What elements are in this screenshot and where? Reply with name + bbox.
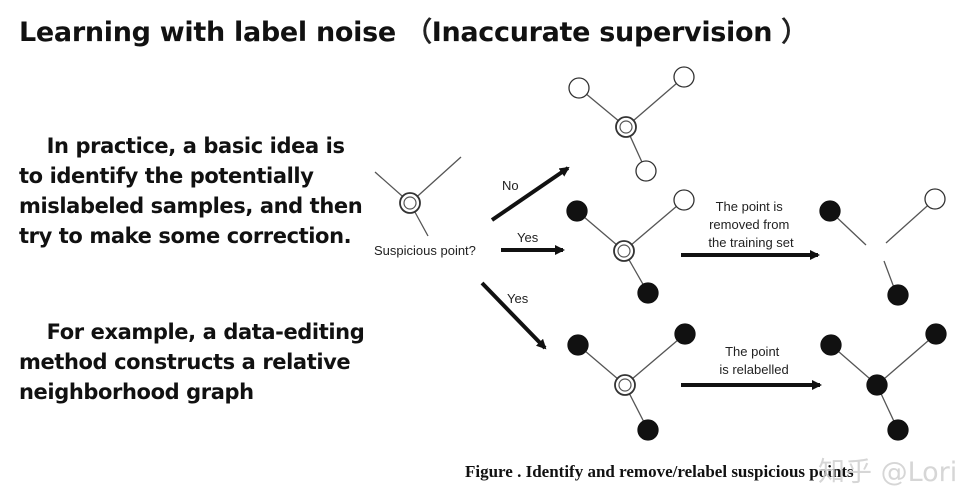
graph-relabel-before: [567, 323, 696, 441]
paragraph-line: For example, a data-editing: [19, 320, 365, 344]
paragraph-line: to identify the potentially: [19, 164, 314, 188]
title-main: Learning with label noise: [19, 17, 396, 48]
label-noise-diagram: Suspicious point? No Yes Yes The point i…: [374, 66, 947, 441]
relabel-text: The point is relabelled: [719, 344, 788, 377]
figure-caption: Figure . Identify and remove/relabel sus…: [465, 462, 854, 481]
paragraph-example: For example, a data-editing method const…: [19, 317, 365, 407]
title-rest: supervision: [590, 17, 773, 48]
suspicious-point-node: [399, 192, 421, 214]
yes-arrow-relabel: [480, 281, 547, 350]
yes-label-remove: Yes: [517, 230, 539, 245]
paragraph-line: mislabeled samples, and then: [19, 194, 363, 218]
removed-text: The point is removed from the training s…: [708, 199, 794, 250]
no-label: No: [502, 178, 519, 193]
suspicious-label: Suspicious point?: [374, 243, 476, 258]
paragraph-line: try to make some correction.: [19, 224, 352, 248]
title-highlight: Inaccurate: [431, 17, 591, 48]
relabel-line: is relabelled: [719, 362, 788, 377]
paragraph-line: In practice, a basic idea is: [19, 134, 345, 158]
yes-label-relabel: Yes: [507, 291, 529, 306]
graph-relabel-after: [820, 323, 947, 441]
removed-line: the training set: [708, 235, 794, 250]
slide-title: Learning with label noise （Inaccurate su…: [19, 10, 808, 49]
title-open-paren: （: [405, 17, 432, 48]
watermark: 知乎 @Lori: [818, 457, 958, 488]
paragraph-basic-idea: In practice, a basic idea is to identify…: [19, 131, 364, 251]
no-arrow: [490, 166, 570, 222]
removed-line: The point is: [716, 199, 784, 214]
graph-remove-after: [819, 188, 946, 306]
title-close-paren: ）: [781, 17, 808, 48]
relabel-line: The point: [725, 344, 780, 359]
paragraph-line: method constructs a relative: [19, 350, 351, 374]
removed-line: removed from: [709, 217, 789, 232]
paragraph-line: neighborhood graph: [19, 380, 254, 404]
graph-clean: [568, 66, 695, 182]
graph-remove-before: [566, 189, 695, 304]
